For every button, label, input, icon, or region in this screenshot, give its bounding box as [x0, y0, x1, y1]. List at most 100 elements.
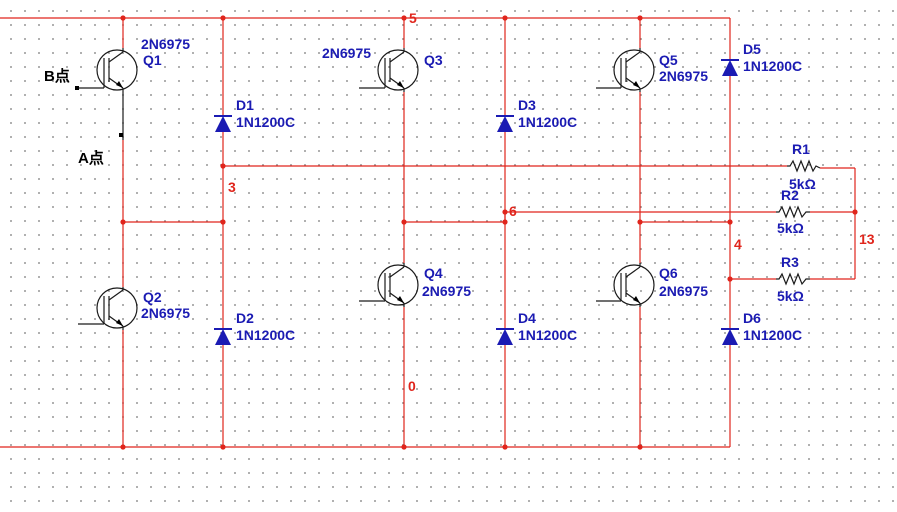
- diode-d1[interactable]: [214, 115, 232, 132]
- junction-dot: [852, 209, 858, 215]
- net-label-3: 3: [228, 179, 236, 195]
- resistor-icon: [787, 159, 821, 173]
- transistor-q1[interactable]: [78, 48, 138, 140]
- probe-labels: B点 A点: [44, 68, 104, 167]
- transistor-q3[interactable]: [359, 48, 419, 92]
- q1-part-label: 2N6975: [141, 36, 190, 52]
- junction-dot: [220, 444, 226, 450]
- r1-ref-label: R1: [792, 141, 810, 157]
- junction-dot: [401, 219, 407, 225]
- junction-dot: [637, 219, 643, 225]
- transistor-body-icon: [377, 264, 419, 306]
- junction-dot: [401, 444, 407, 450]
- transistor-body-icon: [96, 287, 138, 329]
- q3-part-label: 2N6975: [322, 45, 371, 61]
- resistor-r1[interactable]: [787, 159, 821, 173]
- net-label-0: 0: [408, 378, 416, 394]
- transistor-body-icon: [613, 264, 655, 306]
- junction-dot: [220, 15, 226, 21]
- diode-d6[interactable]: [721, 328, 739, 345]
- d2-part-label: 1N1200C: [236, 327, 295, 343]
- q6-part-label: 2N6975: [659, 283, 708, 299]
- transistor-body-icon: [377, 49, 419, 91]
- emitter-arrow-icon: [116, 81, 123, 88]
- junction-dot: [637, 444, 643, 450]
- d3-ref-label: D3: [518, 97, 536, 113]
- transistor-q4[interactable]: [359, 263, 419, 307]
- net-labels: 5 3 6 4 13 0: [228, 10, 875, 394]
- collector-lead: [108, 51, 124, 63]
- d4-part-label: 1N1200C: [518, 327, 577, 343]
- collector-lead: [389, 51, 405, 63]
- junction-dot: [120, 219, 126, 225]
- junction-dot: [220, 219, 226, 225]
- q1-ref-label: Q1: [143, 52, 162, 68]
- diode-icon: [722, 60, 738, 76]
- collector-lead: [389, 266, 405, 278]
- junction-dot: [502, 219, 508, 225]
- collector-lead: [625, 51, 641, 63]
- wires: [0, 17, 856, 448]
- d5-part-label: 1N1200C: [743, 58, 802, 74]
- transistor-q2[interactable]: [78, 287, 138, 330]
- a-point-marker: [119, 133, 123, 137]
- diode-d2[interactable]: [214, 328, 232, 345]
- emitter-arrow-icon: [633, 81, 640, 88]
- junction-dot: [727, 219, 733, 225]
- d6-ref-label: D6: [743, 310, 761, 326]
- probe-markers: [75, 86, 123, 137]
- junction-dot: [120, 444, 126, 450]
- d1-ref-label: D1: [236, 97, 254, 113]
- transistor-body-icon: [613, 49, 655, 91]
- resistor-r2[interactable]: [776, 205, 810, 219]
- resistor-r3[interactable]: [776, 272, 810, 286]
- diode-d4[interactable]: [496, 328, 514, 345]
- junction-dot: [502, 209, 508, 215]
- q4-ref-label: Q4: [424, 265, 443, 281]
- q2-part-label: 2N6975: [141, 305, 190, 321]
- d5-ref-label: D5: [743, 41, 761, 57]
- junctions: [120, 15, 858, 450]
- component-labels: 2N6975 Q1 Q2 2N6975 2N6975 Q3 Q4 2N6975 …: [141, 36, 816, 343]
- net-label-6: 6: [509, 203, 517, 219]
- emitter-arrow-icon: [397, 296, 404, 303]
- q3-ref-label: Q3: [424, 52, 443, 68]
- transistor-q5[interactable]: [596, 48, 655, 92]
- q5-part-label: 2N6975: [659, 68, 708, 84]
- emitter-arrow-icon: [633, 296, 640, 303]
- junction-dot: [220, 163, 226, 169]
- diode-icon: [497, 329, 513, 345]
- junction-dot: [120, 15, 126, 21]
- diode-icon: [497, 116, 513, 132]
- q6-ref-label: Q6: [659, 265, 678, 281]
- diode-icon: [215, 329, 231, 345]
- r1-value-label: 5kΩ: [789, 176, 816, 192]
- r2-value-label: 5kΩ: [777, 220, 804, 236]
- emitter-arrow-icon: [397, 81, 404, 88]
- d4-ref-label: D4: [518, 310, 536, 326]
- diode-icon: [215, 116, 231, 132]
- resistor-icon: [776, 205, 810, 219]
- net-label-5: 5: [409, 10, 417, 26]
- transistor-body-icon: [96, 49, 138, 91]
- transistor-q6[interactable]: [596, 263, 655, 307]
- r3-value-label: 5kΩ: [777, 288, 804, 304]
- junction-dot: [727, 276, 733, 282]
- collector-lead: [108, 289, 124, 301]
- d3-part-label: 1N1200C: [518, 114, 577, 130]
- net-label-13: 13: [859, 231, 875, 247]
- q2-ref-label: Q2: [143, 289, 162, 305]
- q5-ref-label: Q5: [659, 52, 678, 68]
- diode-d3[interactable]: [496, 115, 514, 132]
- r3-ref-label: R3: [781, 254, 799, 270]
- diode-icon: [722, 329, 738, 345]
- d2-ref-label: D2: [236, 310, 254, 326]
- b-point-marker: [75, 86, 79, 90]
- emitter-arrow-icon: [116, 319, 123, 326]
- net-label-4: 4: [734, 236, 742, 252]
- b-point-label: B点: [44, 68, 70, 85]
- q4-part-label: 2N6975: [422, 283, 471, 299]
- diode-d5[interactable]: [721, 59, 739, 76]
- collector-lead: [625, 266, 641, 278]
